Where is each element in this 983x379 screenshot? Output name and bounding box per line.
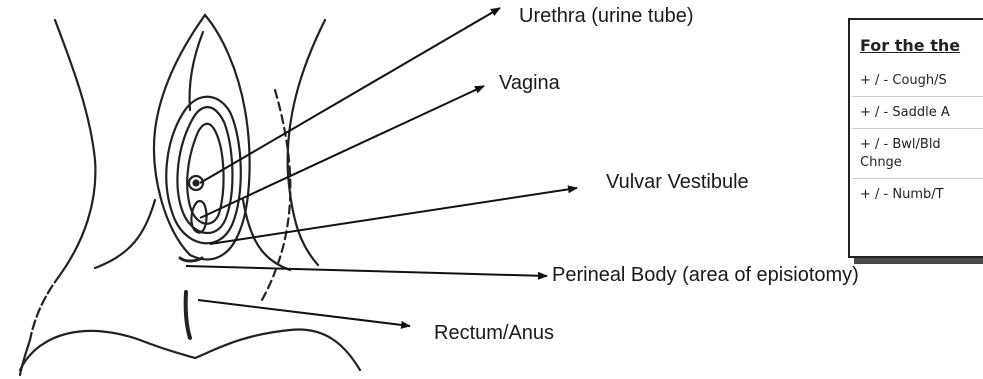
note-divider — [852, 96, 983, 97]
arrow-vestibule — [210, 188, 577, 244]
left-groin-line — [95, 200, 155, 268]
left-thigh-inner-contour — [30, 275, 60, 340]
note-divider — [852, 128, 983, 129]
perineal-body — [180, 258, 202, 261]
note-box: For the the + / - Cough/S + / - Saddle A… — [848, 18, 983, 258]
label-vagina: Vagina — [499, 72, 560, 95]
label-urethra: Urethra (urine tube) — [519, 5, 694, 28]
note-item-cough: + / - Cough/S — [860, 72, 947, 90]
arrow-urethra — [200, 8, 500, 183]
arrow-perineal — [186, 266, 547, 276]
label-perineal-body: Perineal Body (area of episiotomy) — [552, 264, 859, 287]
note-item-numbness: + / - Numb/T — [860, 186, 944, 204]
note-item-bowel-bladder: + / - Bwl/Bld — [860, 136, 941, 154]
note-divider — [852, 178, 983, 179]
note-box-title: For the the — [860, 36, 960, 55]
note-item-saddle: + / - Saddle A — [860, 104, 950, 122]
label-vestibule: Vulvar Vestibule — [606, 171, 749, 194]
left-thigh-outer-contour — [55, 20, 95, 275]
label-rectum: Rectum/Anus — [434, 322, 554, 345]
arrow-rectum — [198, 300, 410, 326]
note-item-change: Chnge — [860, 154, 902, 172]
arrow-vagina — [200, 86, 484, 218]
anus — [186, 292, 190, 338]
